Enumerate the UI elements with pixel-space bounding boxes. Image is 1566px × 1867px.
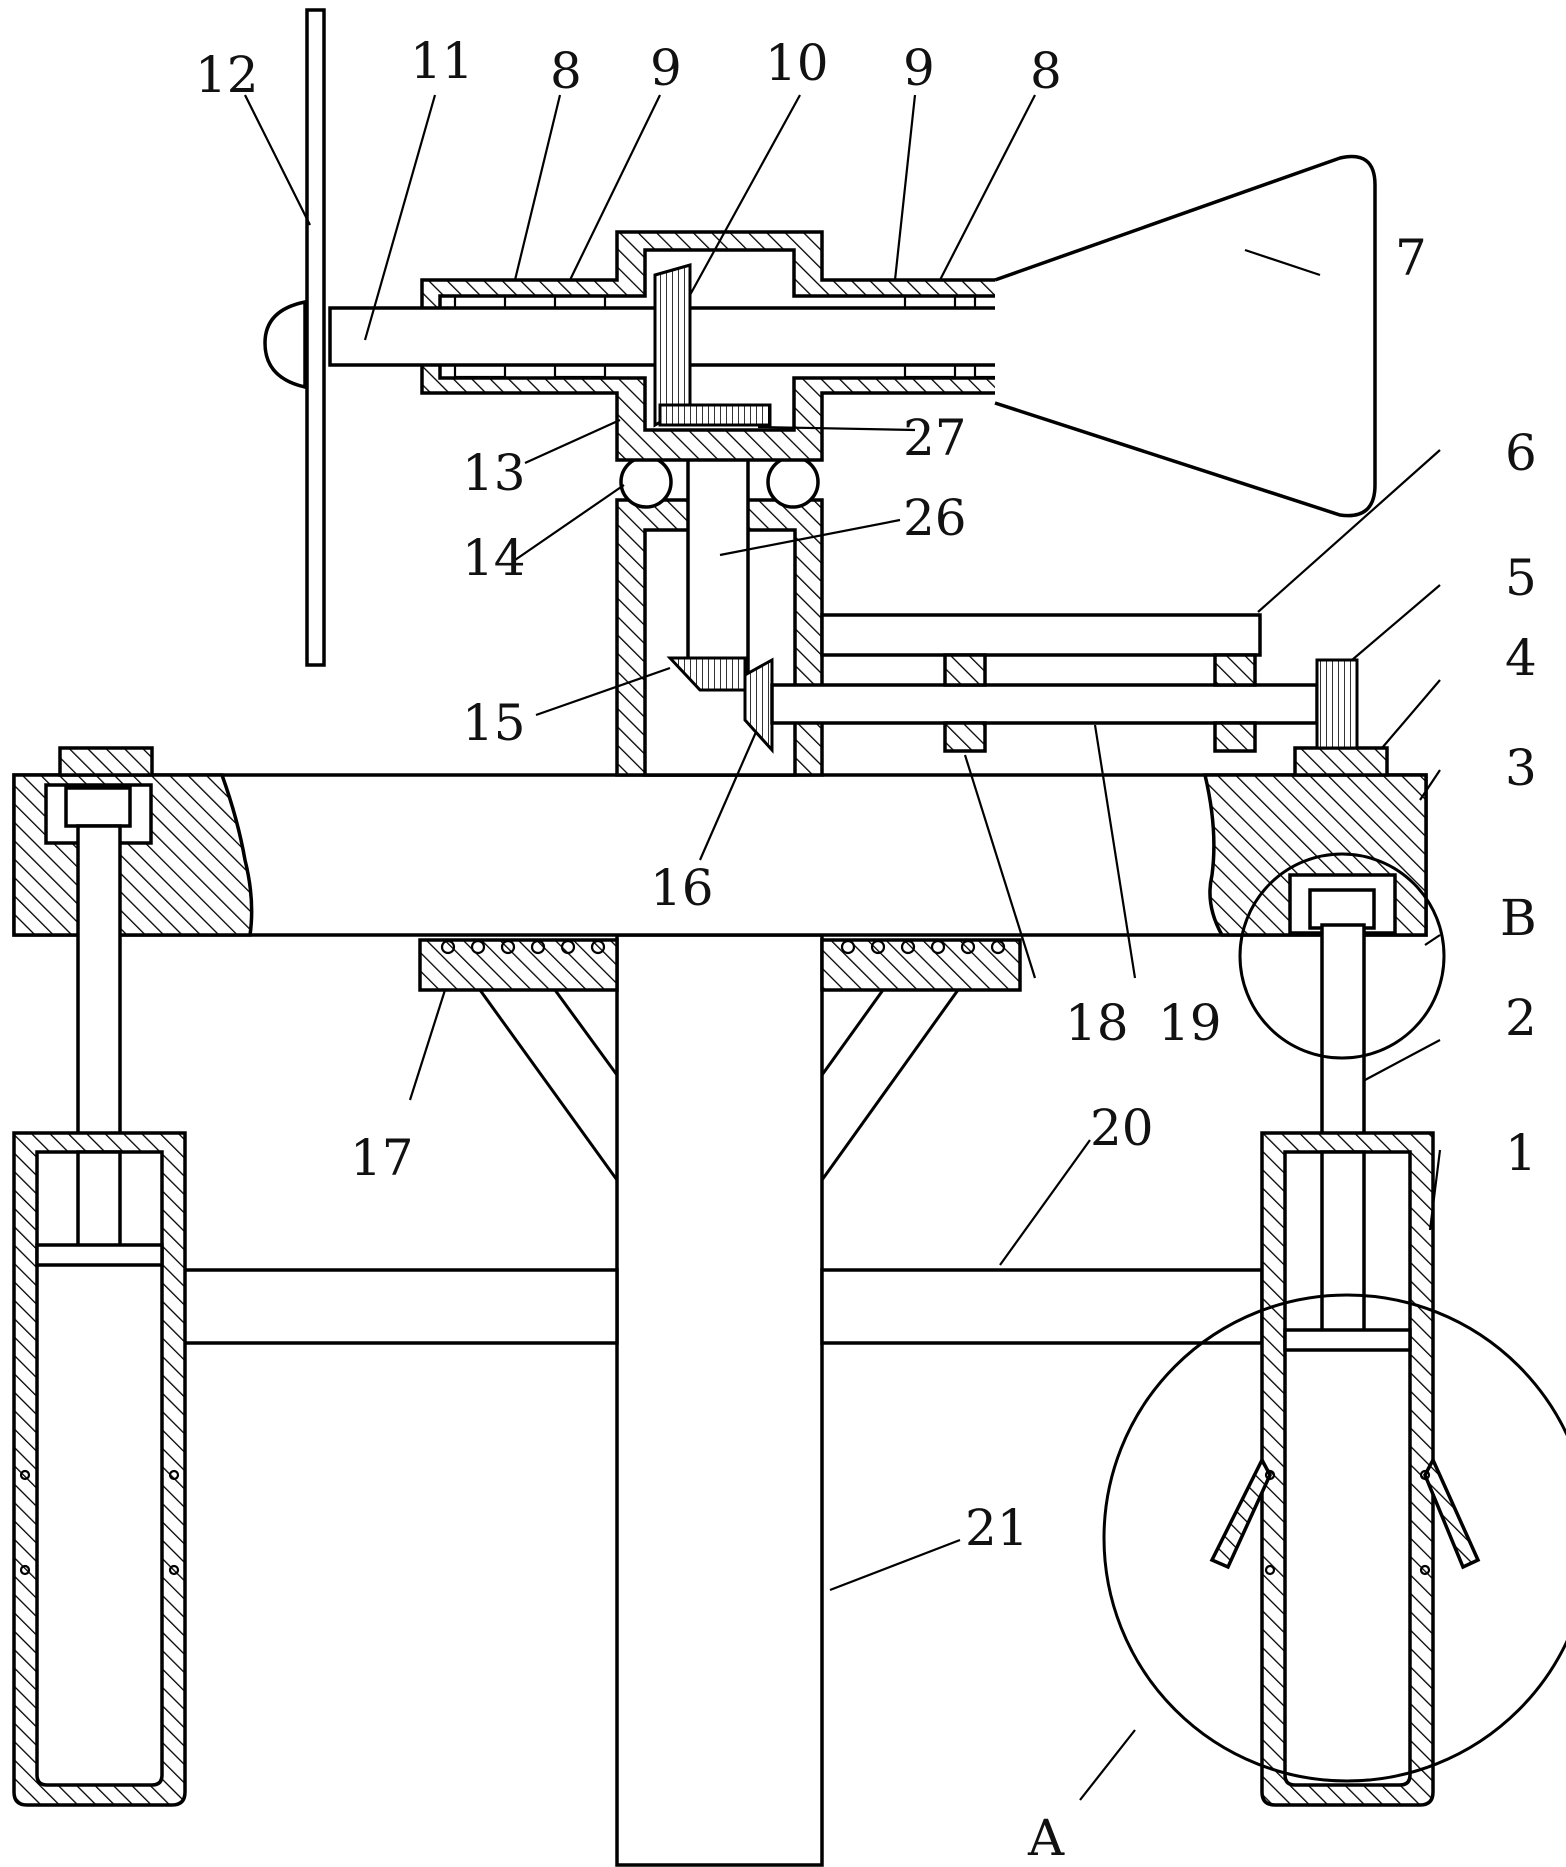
label-12: 12	[195, 46, 259, 104]
label-B: B	[1500, 889, 1537, 947]
callout-labels: 12 11 8 9 10 9 8 7 6 5 4 3 B 2 1 20 21 A…	[195, 32, 1537, 1867]
cross-beam	[181, 1268, 1264, 1345]
detail-circle-b	[1238, 852, 1446, 1060]
right-strut	[1209, 923, 1481, 1807]
fan-blade	[305, 8, 326, 667]
label-3: 3	[1505, 739, 1537, 797]
detail-circle-a	[1102, 1293, 1566, 1783]
bevel-gear-27	[658, 403, 772, 427]
label-9b: 9	[903, 39, 935, 97]
label-19: 19	[1158, 994, 1222, 1052]
motor	[1315, 658, 1359, 750]
vertical-tube	[615, 398, 824, 777]
bearing-ball-right	[766, 455, 820, 509]
bevel-gear-16	[743, 657, 774, 754]
label-11: 11	[410, 32, 474, 90]
support-column	[615, 933, 824, 1867]
label-26: 26	[903, 489, 967, 547]
label-4: 4	[1505, 629, 1537, 687]
label-9a: 9	[650, 39, 682, 97]
label-5: 5	[1505, 549, 1537, 607]
tail-vane	[994, 154, 1377, 518]
label-21: 21	[965, 1499, 1029, 1557]
bevel-gear-10	[653, 263, 692, 428]
left-strut	[12, 824, 187, 1807]
label-10: 10	[765, 34, 829, 92]
label-17: 17	[350, 1129, 414, 1187]
rotating-plate	[12, 773, 1428, 937]
diagonal-braces	[478, 989, 960, 1181]
label-16: 16	[650, 859, 714, 917]
horizontal-shaft	[770, 653, 1319, 753]
label-8b: 8	[1030, 42, 1062, 100]
bracket-6	[820, 613, 1262, 657]
label-15: 15	[462, 694, 526, 752]
label-A: A	[1027, 1809, 1065, 1867]
leader-lines	[244, 94, 1442, 1801]
label-18: 18	[1065, 994, 1129, 1052]
label-20: 20	[1090, 1099, 1154, 1157]
label-14: 14	[462, 529, 526, 587]
bearing-ball-left	[619, 455, 673, 509]
label-1: 1	[1505, 1124, 1537, 1182]
label-13: 13	[462, 444, 526, 502]
left-top-cap	[58, 746, 154, 777]
label-8a: 8	[550, 42, 582, 100]
label-6: 6	[1505, 424, 1537, 482]
fan-hub	[263, 299, 307, 390]
label-27: 27	[903, 409, 967, 467]
bearing-ring	[418, 938, 1022, 992]
motor-base	[1293, 746, 1389, 777]
label-2: 2	[1505, 989, 1537, 1047]
label-7: 7	[1395, 229, 1427, 287]
